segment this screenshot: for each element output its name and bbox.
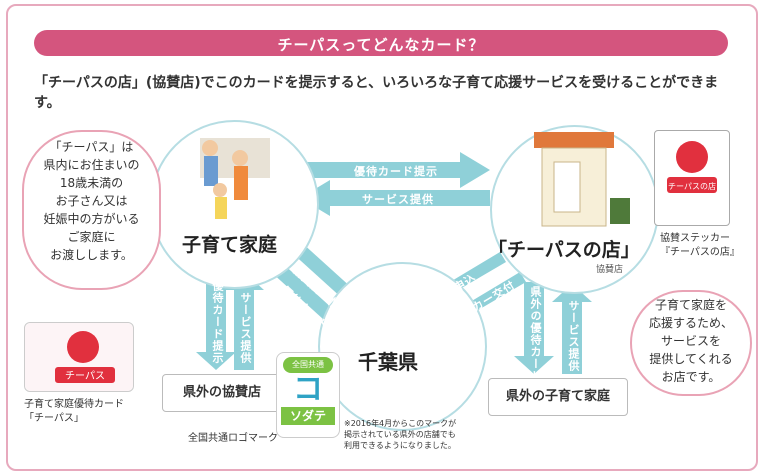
sticker-caption-line: 協賛ステッカー [660,233,730,244]
kosodate-logo: 全国共通 コ ソダテ [276,352,340,438]
note-line: 掲示されている県外の店舗でも [344,430,456,439]
chipas-card-image: チーパス [24,322,134,392]
cloud-left-line: 妊娠中の方がいる [43,212,140,226]
card-name-text: チーパス [65,370,105,382]
sticker-caption: 協賛ステッカー 『チーパスの店』 [660,232,740,260]
cloud-left-line: 「チーパス」は [49,140,134,154]
arrow-left-present [196,270,236,370]
label-left-service: サービス提供 [239,292,252,364]
cloud-right: 子育て家庭を 応援するため、 サービスを 提供してくれる お店です。 [630,290,752,396]
cloud-left-line: 県内にお住まいの [43,158,140,172]
cloud-left-line: お子さん又は [55,194,128,208]
node-outside-store: 県外の協賛店 [162,374,282,412]
cloud-right-line: 子育て家庭を [654,298,727,312]
node-family: 子育て家庭 [182,234,278,256]
label-right-service: サービス提供 [567,300,580,372]
node-outside-family: 県外の子育て家庭 [488,378,628,416]
note-line: 利用できるようになりました。 [344,441,456,450]
intro-text: 「チーパスの店」(協賛店)でこのカードを提示すると、いろいろな子育て応援サービス… [34,75,719,111]
node-store-sub: 協賛店 [596,265,624,275]
family-illustration [200,138,270,219]
cloud-left-line: ご家庭に [67,230,116,244]
note-line: ※2016年4月からこのマークが [344,419,457,428]
label-provide-service: サービス提供 [362,193,434,206]
cloud-right-line: 応援するため、 [648,316,733,330]
label-right-present: 県外の優待カード提示 [529,286,542,406]
logo-top-text: 全国共通 [283,357,333,373]
sticker-graphic: チーパスの店 [667,141,717,193]
title-bar: チーパスってどんなカード？ [34,30,728,56]
node-store: 「チーパスの店」 [488,239,640,261]
sticker-name-text: チーパスの店 [668,181,716,191]
logo-main-text: コ [293,372,323,407]
cloud-left: 「チーパス」は 県内にお住まいの 18歳未満の お子さん又は 妊娠中の方がいる … [22,130,161,290]
arrow-provide-service [300,180,490,216]
cloud-right-line: お店です。 [661,370,721,384]
logo-bottom-text: ソダテ [281,407,335,425]
card-graphic: チーパス [25,323,133,391]
prefecture-circle [318,262,487,431]
label-left-present: 優待カード提示 [211,280,224,364]
page-title: チーパスってどんなカード？ [277,36,485,54]
arrow-right-service [552,284,592,374]
store-illustration [534,132,630,227]
card-caption-line: 子育て家庭優待カード [24,399,124,410]
logo-caption: 全国共通ロゴマーク [188,433,278,444]
node-prefecture: 千葉県 [358,350,418,374]
label-present-card: 優待カード提示 [354,165,438,178]
sticker-caption-line: 『チーパスの店』 [660,247,740,258]
arrow-right-present [514,282,554,374]
arrow-left-service [224,272,264,370]
cloud-left-line: 18歳未満の [59,176,124,190]
card-caption: 子育て家庭優待カード 「チーパス」 [24,398,124,426]
card-caption-line: 「チーパス」 [24,413,84,424]
cloud-right-line: サービスを [660,334,721,348]
sticker-image: チーパスの店 [654,130,730,226]
cloud-left-line: お渡しします。 [50,248,133,262]
cloud-right-line: 提供してくれる [649,352,733,366]
note-text: ※2016年4月からこのマークが 掲示されている県外の店舗でも 利用できるように… [344,418,456,451]
arrow-present-card [300,152,490,188]
